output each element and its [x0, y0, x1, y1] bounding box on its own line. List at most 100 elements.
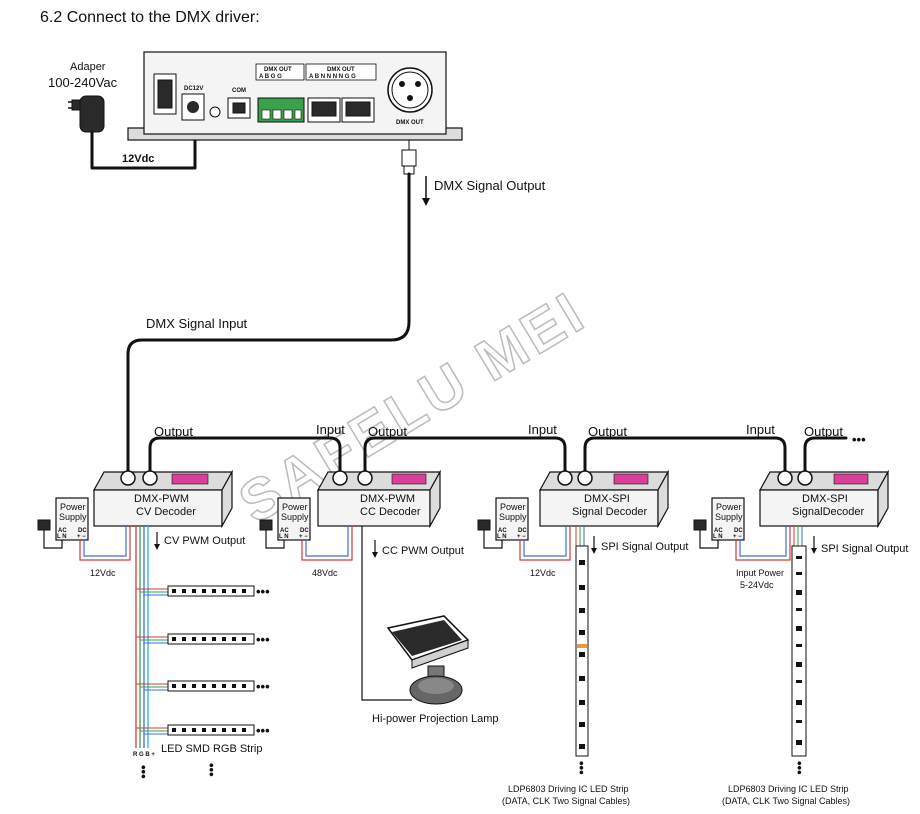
power-adapter: Adaper 100-240Vac 12Vdc	[48, 61, 197, 170]
status-led	[209, 106, 221, 118]
psu-3-body	[495, 497, 529, 541]
adapter-12v-cable	[90, 120, 197, 170]
svg-text:DC: DC	[518, 528, 527, 534]
led-strip-row-3: •••	[167, 679, 270, 694]
cv-pwm-output: CV PWM Output	[154, 532, 245, 550]
spi-output-2: SPI Signal Output	[793, 526, 908, 555]
svg-text:DC: DC	[734, 528, 743, 534]
terminal-pins: A B G G	[259, 74, 282, 80]
link-label-input-3: Input	[746, 422, 775, 437]
link-label-output-1: Output	[154, 424, 193, 439]
decoder-4-line2: SignalDecoder	[792, 506, 864, 518]
link-cable-1	[148, 436, 342, 478]
decoder-4-output-label: SPI Signal Output	[821, 543, 908, 555]
decoder-3-body	[539, 489, 659, 527]
ldp-strip-2: ••• LDP6803 Driving IC LED Strip (DATA, …	[722, 545, 850, 806]
signal-arrow-icon	[422, 198, 430, 206]
decoder-4-xlr-in	[777, 470, 793, 486]
decoder-1-line2: CV Decoder	[136, 506, 196, 518]
psu-1-voltage: 12Vdc	[90, 568, 116, 578]
decoder-4-line1: DMX-SPI	[802, 493, 848, 505]
led-strip-row-1: •••	[167, 584, 270, 599]
svg-text:+ −: + −	[733, 534, 742, 540]
led-strip-row-2: •••	[167, 632, 270, 647]
svg-text:•••: •••	[256, 679, 270, 694]
decoder-3-xlr-in	[557, 470, 573, 486]
decoder-2-xlr-out	[357, 470, 373, 486]
link-label-output-4: Output	[804, 424, 843, 439]
decoder-1-dip-switch	[171, 473, 209, 485]
psu-3-ac-wire	[483, 530, 503, 549]
svg-text:•••: •••	[792, 761, 807, 775]
decoder-cv-pwm: DMX-PWM CV Decoder	[92, 469, 234, 529]
rj45-pins: A B N N N N G G	[309, 74, 356, 80]
decoder-1-xlr-out	[142, 470, 158, 486]
decoder-4-xlr-out	[797, 470, 813, 486]
psu-2-body	[277, 497, 311, 541]
decoder-2-body	[317, 489, 431, 527]
rgb-wire-bundle: R G B + •••	[133, 526, 168, 779]
svg-text:DC: DC	[300, 528, 309, 534]
ldp-strip-2-body	[791, 545, 807, 757]
decoder-spi-1: DMX-SPI Signal Decoder	[538, 469, 670, 529]
psu-3-voltage: 12Vdc	[530, 568, 556, 578]
svg-text:DC: DC	[78, 528, 87, 534]
adapter-body	[79, 95, 105, 133]
svg-text:•••: •••	[574, 761, 589, 775]
decoder-1-output-label: CV PWM Output	[164, 535, 245, 547]
psu-2-ac-wire	[265, 530, 285, 549]
decoder-2-output-label: CC PWM Output	[382, 545, 464, 557]
svg-text:+ −: + −	[299, 534, 308, 540]
adapter-label: Adaper	[70, 61, 106, 73]
psu-4-voltage-line2: 5-24Vdc	[740, 580, 774, 590]
decoder-3-dip-switch	[613, 473, 649, 485]
dmx-driver: DC12V COM DMX OUT A B G G DMX OUT A B N …	[127, 51, 546, 206]
link-cable-3	[583, 436, 787, 478]
svg-text:AC: AC	[280, 528, 289, 534]
output-arrow-icon	[372, 552, 378, 558]
led-strip-2	[167, 633, 255, 645]
adapter-output-voltage: 12Vdc	[122, 153, 154, 165]
output-arrow-icon	[154, 544, 160, 550]
svg-text:Supply: Supply	[715, 512, 743, 522]
terminal-title: DMX OUT	[264, 67, 292, 73]
svg-text:L N: L N	[57, 534, 67, 540]
led-strip-4	[167, 724, 255, 736]
page-title: 6.2 Connect to the DMX driver:	[40, 9, 260, 26]
svg-text:Supply: Supply	[281, 512, 309, 522]
dmx-main-cable	[126, 172, 411, 478]
com-port-label: COM	[232, 88, 246, 94]
xlr-plug-icon	[401, 149, 417, 167]
svg-text:+ −: + −	[77, 534, 86, 540]
xlr-label: DMX OUT	[396, 120, 424, 126]
svg-text:L N: L N	[713, 534, 723, 540]
svg-text:Power: Power	[60, 502, 86, 512]
decoder-2-dip-switch	[391, 473, 427, 485]
svg-text:Supply: Supply	[499, 512, 527, 522]
cc-pwm-output: CC PWM Output	[361, 526, 464, 701]
adapter-voltage-range: 100-240Vac	[48, 75, 118, 90]
link-cable-2	[363, 436, 567, 478]
decoder-3-xlr-out	[577, 470, 593, 486]
svg-text:Power: Power	[282, 502, 308, 512]
svg-text:AC: AC	[58, 528, 67, 534]
decoder-4-body	[759, 489, 879, 527]
link-cable-4	[803, 436, 848, 478]
svg-text:L N: L N	[497, 534, 507, 540]
power-supply-4: Power Supply AC DC L N + − Input Power 5…	[693, 497, 791, 590]
rgb-ellipsis: •••	[136, 765, 151, 779]
led-strip-label: LED SMD RGB Strip	[161, 743, 262, 755]
led-strip-row-4: •••	[167, 723, 270, 738]
svg-text:L N: L N	[279, 534, 289, 540]
ldp-2-label-line1: LDP6803 Driving IC LED Strip	[728, 784, 849, 794]
psu-1-plug-icon	[37, 519, 51, 531]
dc-jack-label: DC12V	[184, 86, 203, 92]
chain-continues-ellipsis: •••	[852, 432, 866, 447]
decoder-1-xlr-in	[120, 470, 136, 486]
power-supply-1: Power Supply AC DC L N + − 12Vdc	[37, 497, 131, 578]
decoder-1-line1: DMX-PWM	[134, 493, 189, 505]
svg-text:AC: AC	[498, 528, 507, 534]
output-arrow-icon	[591, 548, 597, 554]
decoder-2-line2: CC Decoder	[360, 506, 421, 518]
